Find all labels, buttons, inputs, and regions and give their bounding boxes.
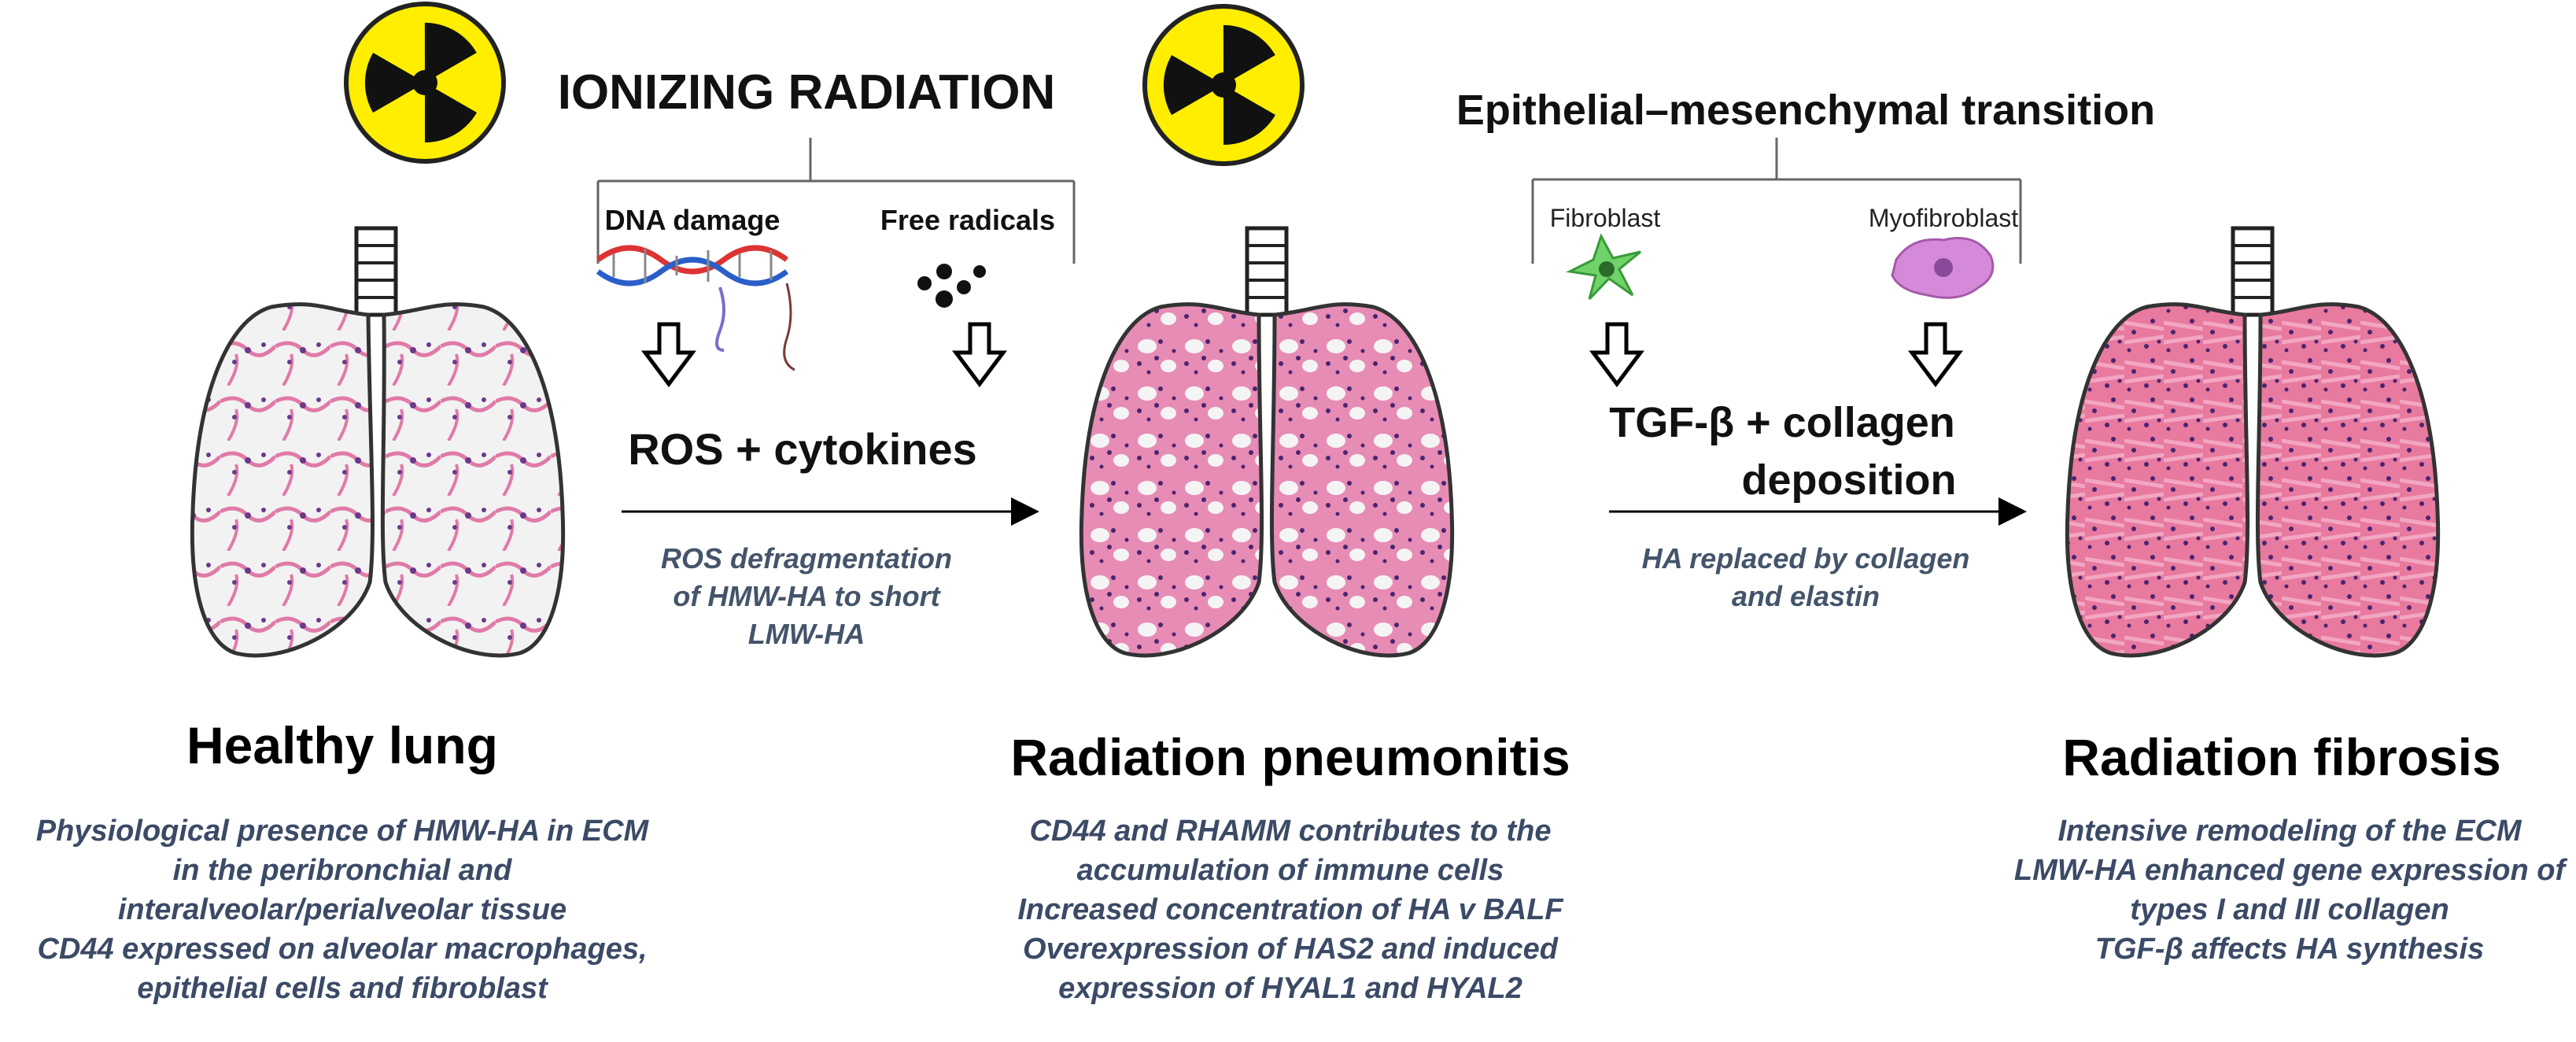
fibroblast-cell-icon [1566,233,1641,301]
desc-line: Intensive remodeling of the ECM [2057,815,2522,848]
desc-line: expression of HYAL1 and HYAL2 [1058,972,1522,1005]
radiation-symbol-icon [1142,4,1305,166]
stage-desc-healthy: Physiological presence of HMW-HA in ECM … [36,815,650,1005]
desc-line: TGF-β affects HA synthesis [2095,933,2484,966]
desc-line: CD44 and RHAMM contributes to the [1030,815,1552,848]
desc-line: Overexpression of HAS2 and induced [1023,933,1559,966]
tgf-label-line2: deposition [1742,456,1957,504]
lung-icon [1079,226,1455,658]
desc-line: Physiological presence of HMW-HA in ECM [36,815,650,848]
myofibroblast-label: Myofibroblast [1869,204,2018,232]
ha-note-line: HA replaced by collagen [1642,542,1970,575]
ionizing-radiation-label: IONIZING RADIATION [558,65,1056,120]
bracket [596,138,2022,264]
desc-line: LMW-HA enhanced gene expression of [2014,854,2568,887]
ha-note-line: and elastin [1732,580,1880,612]
dna-damage-label: DNA damage [605,204,781,236]
stage-desc-pneumonitis: CD44 and RHAMM contributes to the accumu… [1017,815,1564,1005]
desc-line: epithelial cells and fibroblast [137,972,548,1005]
radiation-symbol-icon [344,2,506,164]
free-radicals-icon [917,264,986,308]
desc-line: in the peribronchial and [173,854,512,887]
ros-note-line: LMW-HA [748,618,865,650]
emt-label: Epithelial–mesenchymal transition [1456,87,2155,134]
fibroblast-label: Fibroblast [1550,204,1661,232]
stage-title-fibrosis: Radiation fibrosis [2062,728,2500,786]
dna-icon [596,245,795,371]
stage-title-pneumonitis: Radiation pneumonitis [1010,728,1570,786]
stage-desc-fibrosis: Intensive remodeling of the ECM LMW-HA e… [2014,815,2568,966]
ros-note-line: of HMW-HA to short [673,580,941,612]
myofibroblast-cell-icon [1891,237,1995,299]
free-radicals-label: Free radicals [880,204,1055,236]
lung-icon [2065,226,2441,658]
ros-cytokines-label: ROS + cytokines [628,424,977,474]
ros-note-line: ROS defragmentation [661,542,952,575]
down-arrow-icon [641,322,1963,388]
stage-title-healthy: Healthy lung [186,716,498,774]
desc-line: types I and III collagen [2130,893,2449,926]
desc-line: Increased concentration of HA v BALF [1017,893,1564,926]
desc-line: CD44 expressed on alveolar macrophages, [37,933,647,966]
desc-line: interalveolar/perialveolar tissue [118,893,566,926]
desc-line: accumulation of immune cells [1077,854,1504,887]
tgf-label-line1: TGF-β + collagen [1609,399,1955,446]
lung-icon [190,226,566,658]
